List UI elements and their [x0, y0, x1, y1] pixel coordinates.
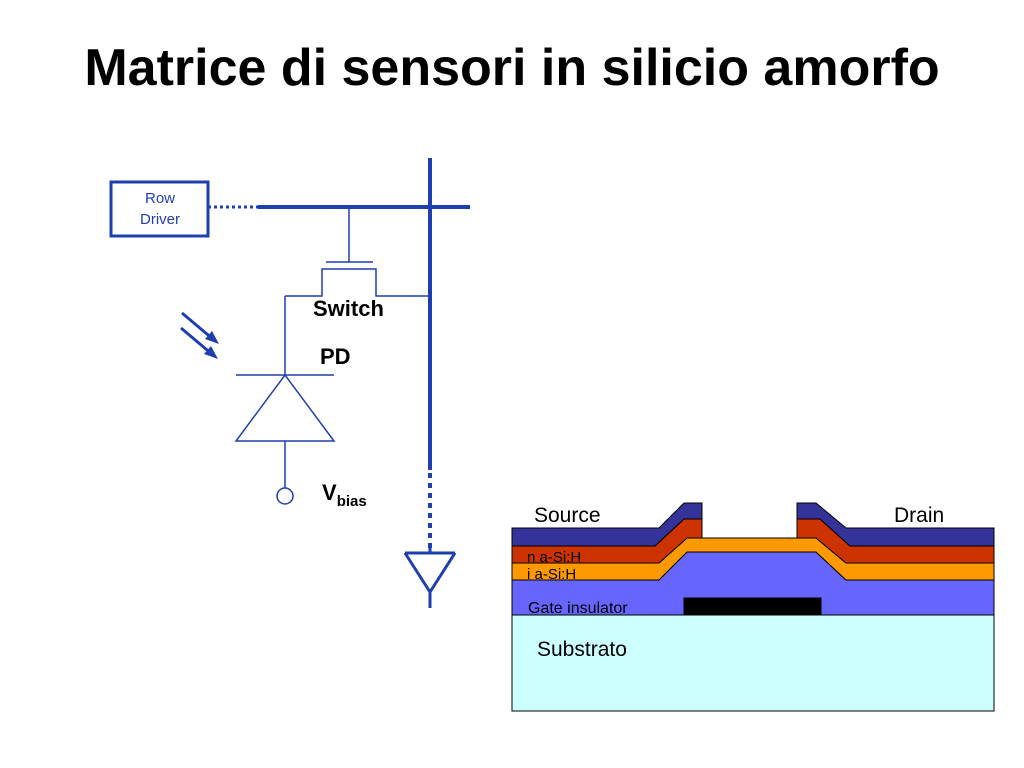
light-arrows-icon — [180, 311, 219, 359]
n-layer-label: n a-Si:H — [527, 549, 581, 566]
source-metal — [511, 502, 703, 547]
substrate-label: Substrato — [537, 638, 627, 661]
i-layer-label: i a-Si:H — [527, 566, 576, 583]
gate-electrode — [683, 597, 822, 616]
drain-metal — [796, 502, 995, 547]
source-label: Source — [534, 504, 601, 527]
switch-label: Switch — [313, 296, 384, 321]
tft-cross-section — [511, 502, 995, 712]
row-driver-label-line2: Driver — [140, 211, 180, 228]
row-driver-box — [109, 180, 210, 238]
vbias-label: Vbias — [322, 480, 367, 510]
circuit-schematic — [109, 158, 470, 608]
pd-label: PD — [320, 344, 351, 369]
row-driver-label-line1: Row — [145, 190, 175, 207]
drain-label: Drain — [894, 504, 944, 527]
page-title: Matrice di sensori in silicio amorfo — [84, 39, 940, 97]
vbias-terminal — [276, 487, 294, 505]
vbias-subscript: bias — [337, 493, 367, 510]
tft-channel — [285, 268, 430, 297]
gate-insulator-label: Gate insulator — [528, 600, 628, 617]
substrate-layer — [511, 614, 995, 712]
pd-triangle — [234, 373, 336, 442]
vbias-main: V — [322, 480, 337, 505]
ground-triangle — [403, 552, 457, 595]
